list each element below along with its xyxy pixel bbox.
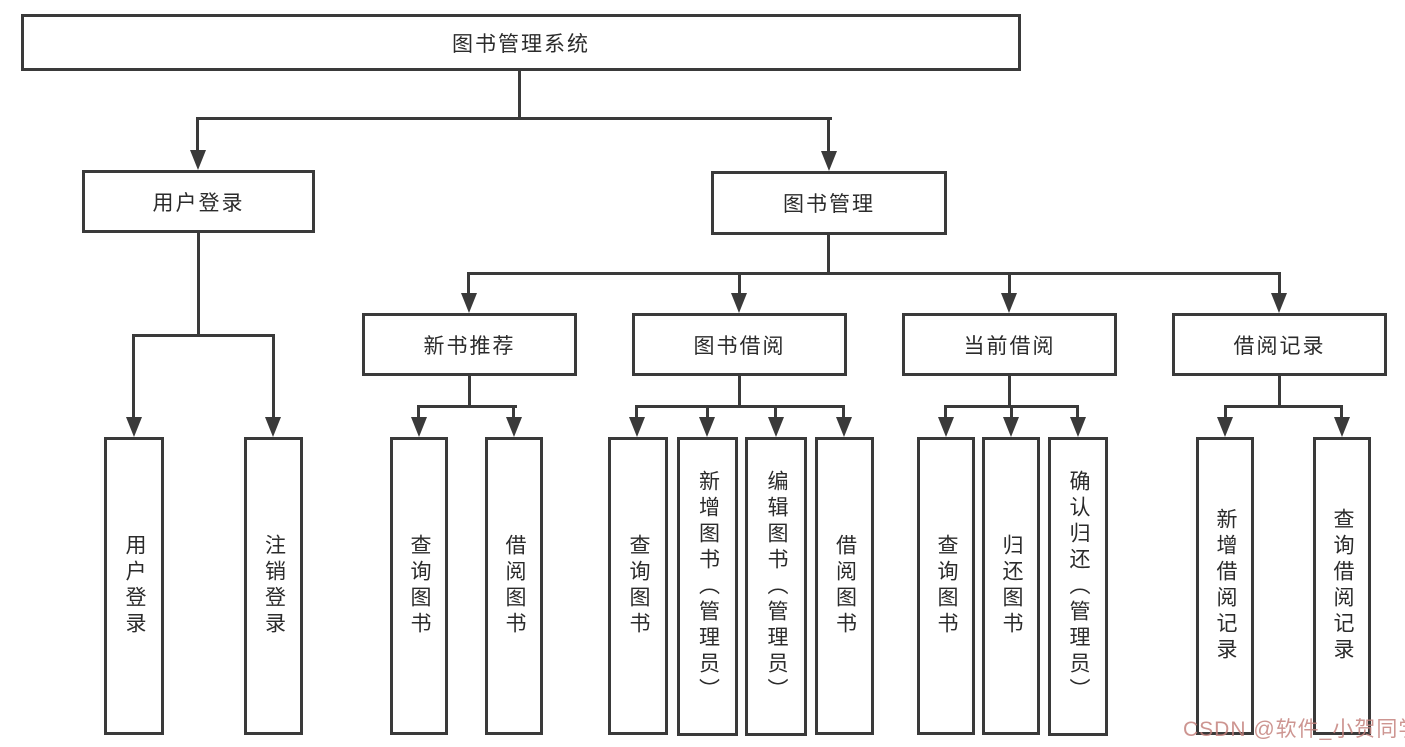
arrow-down-icon [265,417,281,437]
node-label: 归还图书 [1000,534,1023,638]
connector-line [738,272,741,295]
connector-line [197,232,200,337]
connector-line [827,117,830,153]
node-label: 查询借阅记录 [1331,508,1354,664]
arrow-down-icon [1001,293,1017,313]
arrow-down-icon [461,293,477,313]
arrow-down-icon [821,151,837,171]
arrow-down-icon [768,417,784,437]
arrow-down-icon [126,417,142,437]
connector-line [468,375,471,408]
node-new-book-recommendation: 新书推荐 [362,313,577,376]
node-root: 图书管理系统 [21,14,1021,71]
connector-line [1008,272,1011,295]
connector-line [1008,375,1011,408]
connector-line [467,272,1280,275]
connector-line [1224,405,1343,408]
node-label: 编辑图书（管理员） [765,469,788,704]
arrow-down-icon [731,293,747,313]
node-label: 图书借阅 [693,334,786,358]
node-user-login-leaf: 用户登录 [104,437,164,735]
arrow-down-icon [190,150,206,170]
arrow-down-icon [1070,417,1086,437]
connector-line [827,234,830,275]
node-user-login: 用户登录 [82,170,315,233]
node-label: 图书管理 [783,193,875,216]
connector-line [467,272,470,295]
node-label: 查询图书 [935,534,958,638]
arrow-down-icon [699,417,715,437]
arrow-down-icon [629,417,645,437]
arrow-down-icon [1271,293,1287,313]
node-borrow-books-recommend: 借阅图书 [485,437,543,735]
node-confirm-return-admin: 确认归还（管理员） [1048,437,1108,736]
node-label: 图书管理系统 [452,32,590,56]
node-current-borrowing: 当前借阅 [902,313,1117,376]
connector-line [196,117,199,153]
node-return-books: 归还图书 [982,437,1040,735]
node-label: 新增图书（管理员） [696,469,720,704]
arrow-down-icon [1334,417,1350,437]
connector-line [132,334,275,337]
node-label: 借阅记录 [1233,334,1326,358]
connector-line [706,405,709,421]
arrow-down-icon [836,417,852,437]
connector-line [518,69,521,120]
connector-line [1010,405,1013,421]
node-borrow-books: 借阅图书 [815,437,874,735]
node-label: 借阅图书 [503,534,526,638]
connector-line [842,405,845,421]
connector-line [944,405,947,421]
node-logout: 注销登录 [244,437,303,735]
connector-line [512,405,515,421]
connector-line [1278,375,1281,408]
node-label: 查询图书 [627,534,650,638]
watermark-text: CSDN @软件_小贺同学 [1183,718,1405,741]
connector-line [196,117,832,120]
node-borrowing-records: 借阅记录 [1172,313,1387,376]
node-label: 查询图书 [408,534,431,638]
node-query-borrow-record: 查询借阅记录 [1313,437,1371,735]
connector-line [417,405,420,421]
node-label: 当前借阅 [963,334,1056,358]
node-label: 确认归还（管理员） [1067,469,1090,704]
node-label: 新增借阅记录 [1214,508,1237,664]
connector-line [1340,405,1343,421]
arrow-down-icon [411,417,427,437]
arrow-down-icon [1217,417,1233,437]
connector-line [774,405,777,421]
node-add-borrow-record: 新增借阅记录 [1196,437,1254,735]
node-label: 用户登录 [123,534,146,638]
node-label: 用户登录 [152,191,245,215]
node-add-books-admin: 新增图书（管理员） [677,437,738,736]
node-label: 注销登录 [262,534,286,638]
arrow-down-icon [1003,417,1019,437]
node-book-management: 图书管理 [711,171,947,235]
node-book-borrowing: 图书借阅 [632,313,847,376]
connector-line [1224,405,1227,421]
node-label: 新书推荐 [423,334,516,358]
node-query-books-borrow: 查询图书 [608,437,668,735]
connector-line [738,375,741,408]
node-label: 借阅图书 [833,534,857,638]
connector-line [1278,272,1281,295]
connector-line [272,334,275,419]
arrow-down-icon [938,417,954,437]
arrow-down-icon [506,417,522,437]
connector-line [417,405,517,408]
connector-line [1076,405,1079,421]
node-query-books-current: 查询图书 [917,437,975,735]
connector-line [635,405,845,408]
node-query-books-recommend: 查询图书 [390,437,448,735]
connector-line [132,334,135,419]
connector-line [635,405,638,421]
node-edit-books-admin: 编辑图书（管理员） [745,437,807,736]
